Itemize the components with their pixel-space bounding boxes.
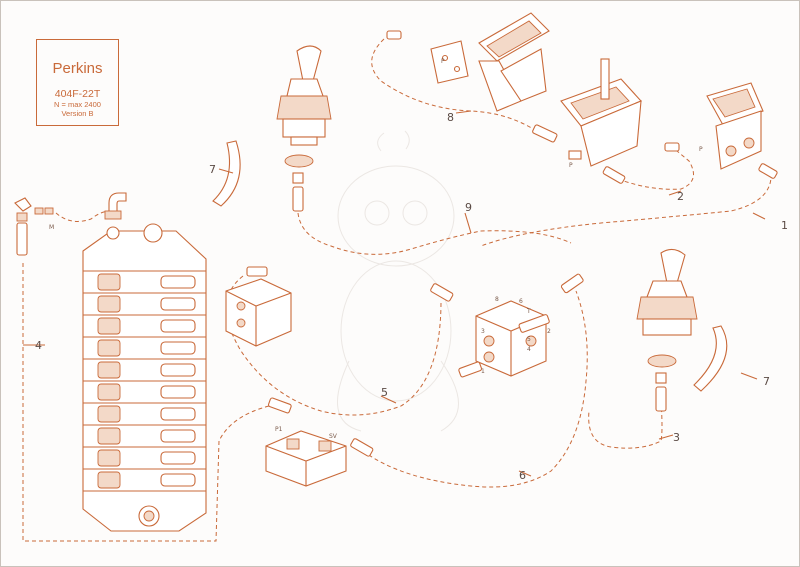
- hose-line-8: [371, 38, 542, 135]
- port-label-5: 5: [527, 336, 531, 343]
- center-manifold-block: [430, 273, 584, 378]
- joystick-left: [276, 45, 332, 212]
- callout-7-upper: 7: [209, 163, 216, 176]
- callout-leaders: [23, 110, 766, 477]
- hand-control-valve: [706, 82, 764, 170]
- port-label-sv: SV: [329, 433, 338, 440]
- callout-7-lower: 7: [763, 375, 770, 388]
- pilot-valve-cluster: [560, 58, 642, 167]
- hose-line-2: [617, 150, 694, 190]
- port-label-3: 3: [481, 328, 485, 335]
- version-label: Version B: [61, 109, 94, 118]
- port-label-m: M: [49, 224, 54, 231]
- joystick-right: [636, 248, 698, 412]
- hose-sleeve-upper: [212, 140, 241, 207]
- port-label-6: 6: [519, 298, 523, 305]
- port-label-t: T: [526, 308, 531, 315]
- hose-line-9: [297, 212, 572, 255]
- hose-sleeve-lower: [693, 325, 728, 392]
- callout-4: 4: [35, 339, 42, 352]
- brand-name: Perkins: [52, 60, 103, 77]
- m-port-fitting: [14, 197, 54, 256]
- lower-solenoid-block: [265, 397, 374, 487]
- callout-1: 1: [781, 219, 788, 232]
- valve-elbow-fitting: [104, 192, 127, 220]
- port-label-p-plate: P: [441, 58, 445, 65]
- pilot-hose-fittings: [386, 30, 778, 184]
- hose-line-m: [55, 210, 112, 222]
- background-mascot-watermark: [336, 130, 459, 432]
- upper-solenoid-block: [225, 266, 292, 347]
- speed-spec: N = max 2400: [54, 100, 101, 109]
- control-valve-block: [82, 223, 207, 532]
- hose-line-3: [588, 400, 663, 449]
- callout-3: 3: [673, 431, 680, 444]
- port-label-4: 4: [527, 346, 531, 353]
- callout-6: 6: [519, 469, 526, 482]
- title-block: Perkins 404F-22T N = max 2400 Version B: [36, 39, 119, 126]
- port-label-p1: P1: [275, 426, 283, 433]
- foot-pedal-assembly: [478, 12, 550, 112]
- hose-line-1: [480, 172, 772, 247]
- hose-line-4: [22, 263, 270, 542]
- hose-line-6: [362, 290, 588, 488]
- port-label-8: 8: [495, 296, 499, 303]
- port-label-p-cluster: P: [699, 146, 703, 153]
- pedal-seal-plate: [430, 40, 469, 84]
- callout-8: 8: [447, 111, 454, 124]
- port-label-1: 1: [481, 368, 485, 375]
- port-label-p-pedal: P: [569, 162, 573, 169]
- port-label-2: 2: [547, 328, 551, 335]
- callout-9: 9: [465, 201, 472, 214]
- callout-5: 5: [381, 386, 388, 399]
- callout-2: 2: [677, 190, 684, 203]
- model-number: 404F-22T: [54, 88, 101, 100]
